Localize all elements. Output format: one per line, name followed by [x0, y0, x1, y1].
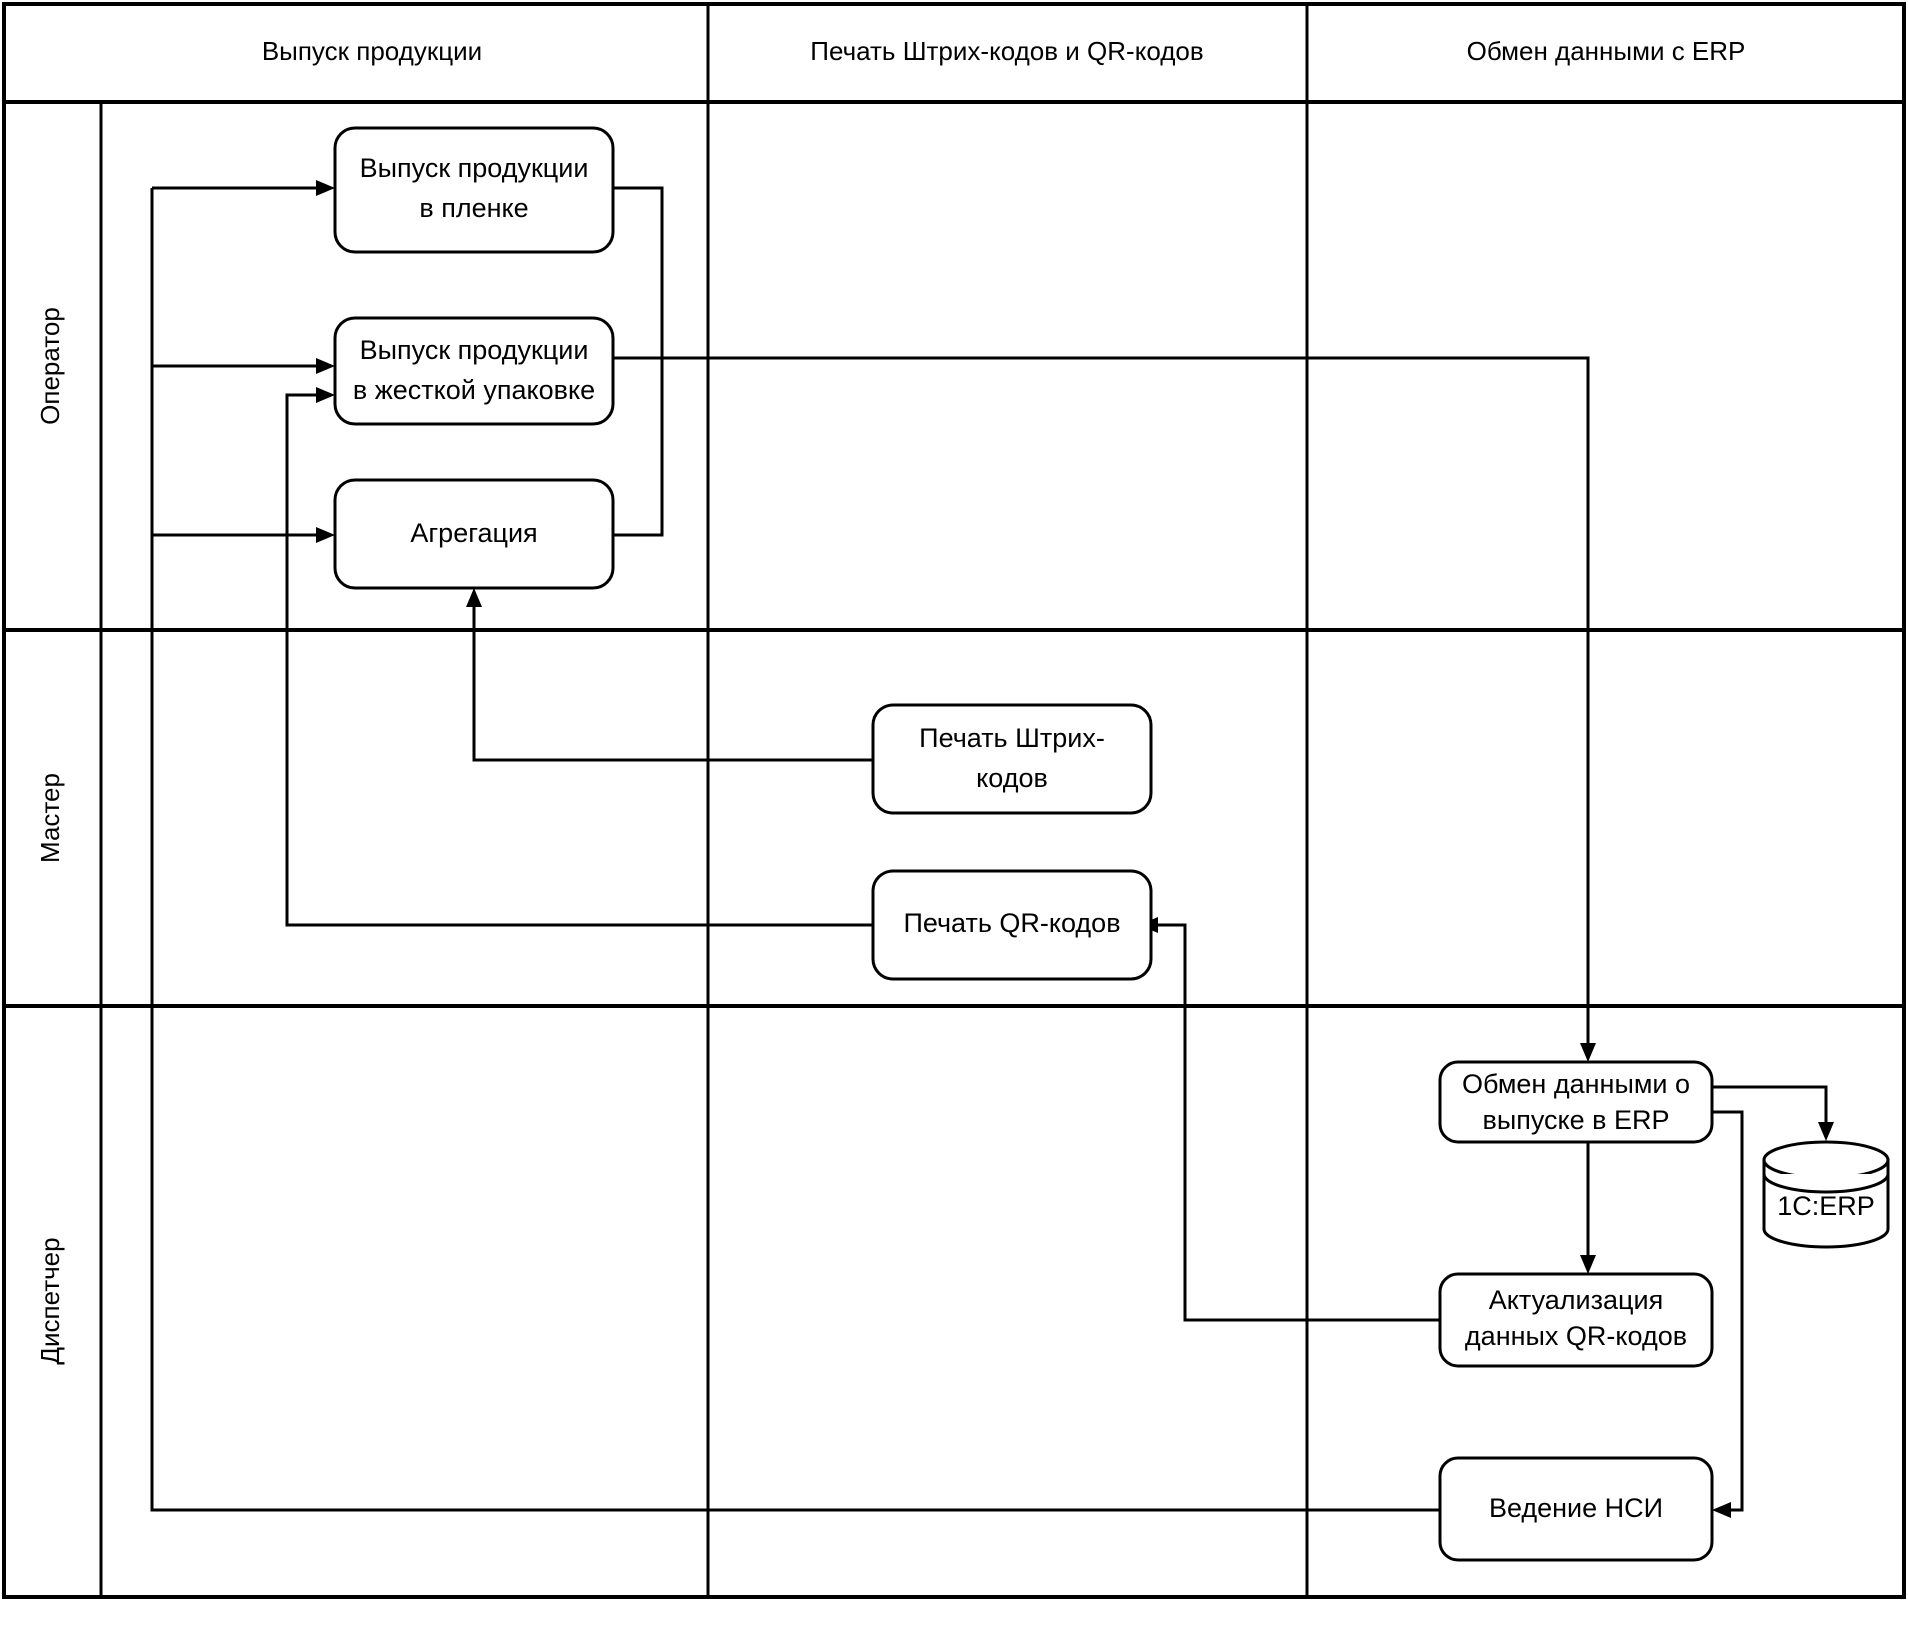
- node-erp-exchange-line-1: Обмен данными о: [1462, 1069, 1690, 1099]
- node-release-film-line-2: в пленке: [419, 193, 528, 223]
- node-print-barcodes-line-2: кодов: [976, 763, 1048, 793]
- node-print-qr-shape[interactable]: [871, 869, 1153, 981]
- lane-label-operator: Оператор: [35, 307, 65, 425]
- node-qr-update[interactable]: Актуализация данных QR-кодов: [1438, 1272, 1714, 1368]
- edge-erp-exchange-to-datastore: [1712, 1085, 1828, 1129]
- pool-outer-border: [2, 2, 1906, 1599]
- node-print-qr-label: Печать QR-кодов: [903, 908, 1120, 938]
- node-qr-update-line-2: данных QR-кодов: [1465, 1321, 1687, 1351]
- node-print-barcodes-shape[interactable]: [871, 703, 1153, 815]
- arrowhead-nsi: [1712, 1502, 1731, 1518]
- process-nodes: Выпуск продукции в пленке Выпуск продукц…: [333, 126, 1714, 1562]
- arrowhead-release-rigid: [316, 358, 335, 374]
- node-qr-update-shape[interactable]: [1438, 1272, 1714, 1368]
- node-release-rigid[interactable]: Выпуск продукции в жесткой упаковке: [333, 316, 615, 426]
- node-print-barcodes-line-1: Печать Штрих-: [919, 723, 1105, 753]
- arrowhead-erp-exchange-top: [1580, 1043, 1596, 1062]
- edge-print-qr-to-release-rigid: [285, 393, 873, 927]
- datastore-cylinder-band: [1762, 1173, 1890, 1194]
- node-nsi-label: Ведение НСИ: [1489, 1493, 1663, 1523]
- column-header-erp: Обмен данными с ERP: [1467, 36, 1746, 66]
- node-qr-update-line-1: Актуализация: [1489, 1285, 1663, 1315]
- node-nsi[interactable]: Ведение НСИ: [1438, 1456, 1714, 1562]
- arrowhead-release-film: [316, 180, 335, 196]
- node-aggregation[interactable]: Агрегация: [333, 478, 615, 590]
- edge-qr-update-to-print-qr: [1151, 923, 1440, 1322]
- node-print-barcodes[interactable]: Печать Штрих- кодов: [871, 703, 1153, 815]
- arrowhead-aggregation-bottom: [466, 588, 482, 607]
- node-print-qr[interactable]: Печать QR-кодов: [871, 869, 1153, 981]
- lane-label-master: Мастер: [35, 773, 65, 863]
- node-aggregation-shape[interactable]: [333, 478, 615, 590]
- edge-release-rigid-to-erp-exchange: [613, 356, 1590, 1050]
- node-release-film-shape[interactable]: [333, 126, 615, 254]
- column-header-production: Выпуск продукции: [262, 36, 482, 66]
- datastore-1c-erp[interactable]: 1C:ERP: [1762, 1140, 1890, 1249]
- node-aggregation-label: Агрегация: [410, 518, 537, 548]
- arrowhead-datastore: [1818, 1122, 1834, 1141]
- node-release-rigid-shape[interactable]: [333, 316, 615, 426]
- arrowhead-release-rigid-secondary: [316, 387, 335, 403]
- edge-nsi-to-trunk: [150, 188, 1440, 1512]
- node-release-rigid-line-2: в жесткой упаковке: [353, 375, 595, 405]
- column-headers: Выпуск продукции Печать Штрих-кодов и QR…: [262, 36, 1746, 66]
- datastore-cylinder-top: [1762, 1140, 1890, 1180]
- node-release-film[interactable]: Выпуск продукции в пленке: [333, 126, 615, 254]
- node-release-film-line-1: Выпуск продукции: [360, 153, 589, 183]
- lane-label-dispatcher: Диспетчер: [35, 1237, 65, 1364]
- node-erp-exchange[interactable]: Обмен данными о выпуске в ERP: [1438, 1060, 1714, 1144]
- node-erp-exchange-shape[interactable]: [1438, 1060, 1714, 1144]
- arrowhead-aggregation: [316, 527, 335, 543]
- edge-release-film-to-aggregation: [613, 186, 664, 537]
- connectors: [150, 180, 1834, 1518]
- datastore-label: 1C:ERP: [1777, 1191, 1875, 1221]
- lane-labels: Оператор Мастер Диспетчер: [35, 307, 65, 1364]
- node-release-rigid-line-1: Выпуск продукции: [360, 335, 589, 365]
- edge-print-barcodes-to-aggregation: [472, 600, 873, 762]
- edge-erp-exchange-to-nsi: [1712, 1110, 1744, 1512]
- column-header-printing: Печать Штрих-кодов и QR-кодов: [810, 36, 1203, 66]
- arrowhead-qr-update: [1580, 1255, 1596, 1274]
- node-erp-exchange-line-2: выпуске в ERP: [1482, 1105, 1669, 1135]
- node-nsi-shape[interactable]: [1438, 1456, 1714, 1562]
